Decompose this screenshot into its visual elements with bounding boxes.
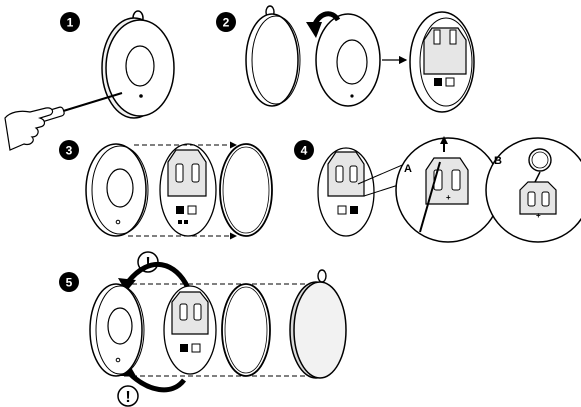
seal-ring-5 [222, 284, 270, 376]
opened-sensor [410, 12, 474, 112]
hand-with-screwdriver [5, 93, 122, 150]
polarity-plus-a: + [446, 193, 451, 202]
step-1: 1 [5, 11, 174, 150]
step-4-number: 4 [301, 144, 308, 158]
sensor-device [102, 11, 174, 118]
sensor-body [316, 14, 380, 106]
step-5-badge: 5 [59, 272, 79, 292]
front-cover [246, 6, 300, 106]
callout-b-label: B [494, 155, 502, 167]
callout-b-detail: B + [486, 138, 581, 242]
circuit-board-5 [164, 286, 216, 374]
alignment-guides-5 [124, 284, 310, 376]
step-4: 4 A + B [294, 136, 581, 242]
seal-ring [220, 144, 272, 236]
step-5: 5 ! ! [59, 252, 346, 406]
step-3-number: 3 [66, 144, 73, 158]
callout-a-label: A [404, 163, 412, 175]
step-5-number: 5 [66, 276, 73, 290]
warning-bottom: ! [118, 386, 138, 406]
front-housing [86, 144, 148, 236]
step-2-badge: 2 [216, 12, 236, 32]
warning-bottom-icon: ! [125, 389, 130, 406]
front-housing-5 [90, 284, 144, 376]
coin-battery [529, 149, 551, 171]
step-2-number: 2 [223, 16, 230, 30]
circuit-board [160, 144, 216, 236]
polarity-plus-b: + [536, 211, 541, 220]
callout-a-detail: A + [396, 136, 500, 242]
back-cover-5 [290, 270, 346, 378]
step-1-badge: 1 [60, 12, 80, 32]
step-2: 2 [216, 6, 474, 112]
step-4-badge: 4 [294, 140, 314, 160]
step-3: 3 [59, 140, 272, 236]
step-3-badge: 3 [59, 140, 79, 160]
step-1-number: 1 [67, 16, 74, 30]
